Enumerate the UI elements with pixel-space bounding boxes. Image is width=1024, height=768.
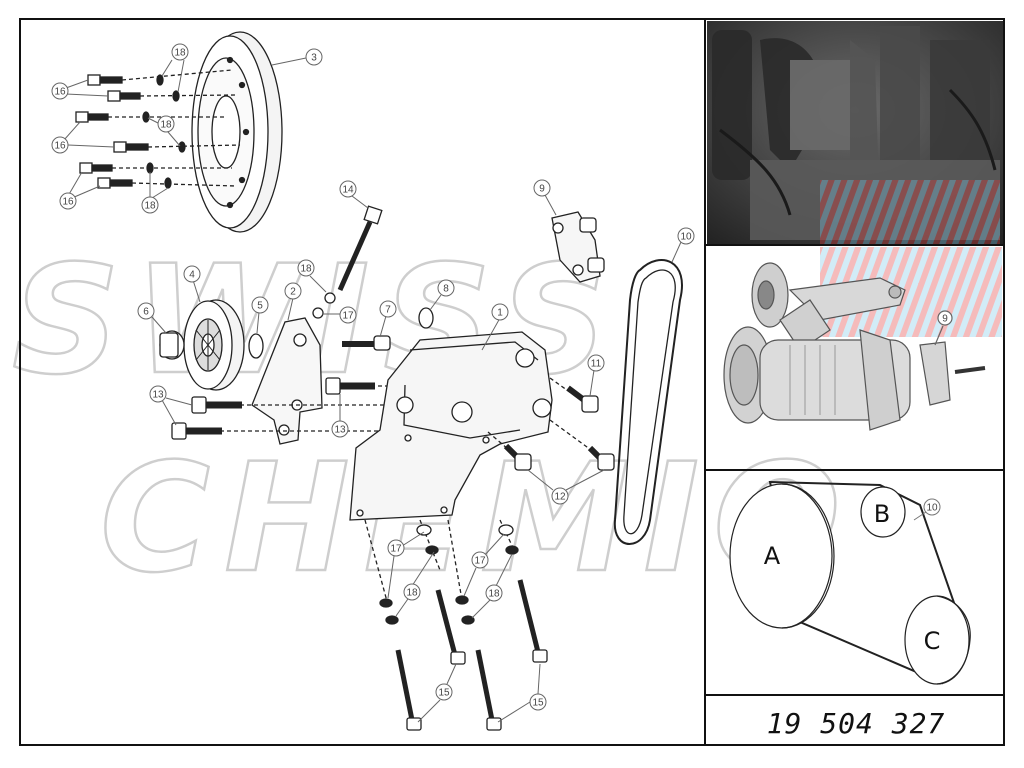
callout-13a: 13 — [149, 385, 193, 426]
callout-18a: 18 — [161, 43, 189, 93]
svg-text:16: 16 — [54, 87, 66, 98]
callout-7: 7 — [379, 300, 397, 338]
svg-text:16: 16 — [54, 141, 66, 152]
svg-text:10: 10 — [680, 232, 692, 243]
svg-text:18: 18 — [174, 48, 186, 59]
callout-18c: 18 — [141, 172, 169, 214]
assembly-callout-9: 9 — [942, 314, 948, 325]
callout-17c: 17 — [463, 533, 505, 597]
callout-17a: 17 — [322, 306, 357, 324]
callout-11: 11 — [587, 354, 605, 397]
svg-text:15: 15 — [438, 688, 450, 699]
callout-16c: 16 — [59, 171, 101, 210]
callout-9: 9 — [533, 179, 557, 216]
callout-18f: 18 — [471, 553, 513, 619]
callout-1: 1 — [481, 303, 509, 351]
svg-text:13: 13 — [152, 390, 164, 401]
svg-text:11: 11 — [591, 359, 602, 370]
callout-5: 5 — [251, 296, 269, 334]
callout-4: 4 — [183, 265, 201, 303]
frame — [19, 18, 1005, 746]
tensioner-bracket — [251, 317, 323, 445]
svg-text:9: 9 — [539, 184, 545, 195]
adjuster-bolt — [312, 292, 391, 351]
callout-10: 10 — [671, 227, 695, 263]
callout-6: 6 — [137, 302, 167, 334]
mounting-bolts — [364, 519, 548, 731]
svg-text:8: 8 — [443, 284, 449, 295]
svg-text:3: 3 — [311, 53, 317, 64]
svg-text:17: 17 — [342, 311, 354, 322]
washer — [418, 307, 434, 329]
callout-15a: 15 — [417, 663, 457, 723]
svg-text:17: 17 — [474, 556, 486, 567]
belt-routing: A B C 10 — [729, 480, 971, 685]
exploded-diagram — [75, 31, 683, 731]
callout-14: 14 — [339, 180, 369, 209]
svg-text:7: 7 — [385, 305, 391, 316]
callout-17b: 17 — [387, 531, 425, 599]
callouts: 1 2 3 4 5 6 7 8 9 10 11 12 13 13 14 15 1… — [51, 43, 695, 723]
svg-text:18: 18 — [144, 201, 156, 212]
callout-12: 12 — [527, 469, 605, 505]
callout-8: 8 — [429, 279, 455, 311]
svg-text:4: 4 — [189, 270, 195, 281]
svg-text:14: 14 — [342, 185, 354, 196]
svg-text:6: 6 — [143, 307, 149, 318]
pulley-c-label: C — [924, 627, 941, 655]
idler-pulley — [159, 299, 264, 391]
svg-text:18: 18 — [488, 589, 500, 600]
svg-text:5: 5 — [257, 301, 263, 312]
callout-3: 3 — [271, 48, 323, 66]
callout-15b: 15 — [497, 663, 547, 723]
assembly-view: 9 — [723, 247, 1002, 431]
small-bracket — [551, 211, 605, 283]
svg-text:13: 13 — [334, 425, 346, 436]
callout-16b: 16 — [51, 121, 115, 154]
svg-text:18: 18 — [160, 120, 172, 131]
part-number: 19 504 327 — [767, 707, 946, 740]
svg-text:1: 1 — [497, 308, 503, 319]
callout-18b: 18 — [147, 115, 181, 147]
side-bolts — [487, 377, 615, 471]
svg-text:17: 17 — [390, 544, 402, 555]
callout-2: 2 — [284, 282, 302, 321]
svg-text:2: 2 — [290, 287, 296, 298]
compressor-bracket — [349, 331, 553, 521]
svg-text:18: 18 — [406, 588, 418, 599]
svg-text:16: 16 — [62, 197, 74, 208]
long-bolt — [337, 205, 383, 292]
svg-text:12: 12 — [554, 492, 566, 503]
pulley-a-label: A — [764, 542, 781, 570]
svg-text:15: 15 — [532, 698, 544, 709]
pulley-b-label: B — [874, 500, 890, 528]
crank-pulley — [191, 31, 283, 233]
callout-13b: 13 — [331, 394, 349, 438]
v-belt — [613, 259, 683, 545]
svg-text:18: 18 — [300, 264, 312, 275]
engine-photo — [707, 21, 1003, 244]
belt-callout-10: 10 — [926, 503, 938, 514]
callout-18e: 18 — [395, 551, 435, 617]
callout-18d: 18 — [297, 259, 327, 293]
callout-16a: 16 — [51, 79, 109, 100]
bracket-bolts — [171, 377, 400, 440]
